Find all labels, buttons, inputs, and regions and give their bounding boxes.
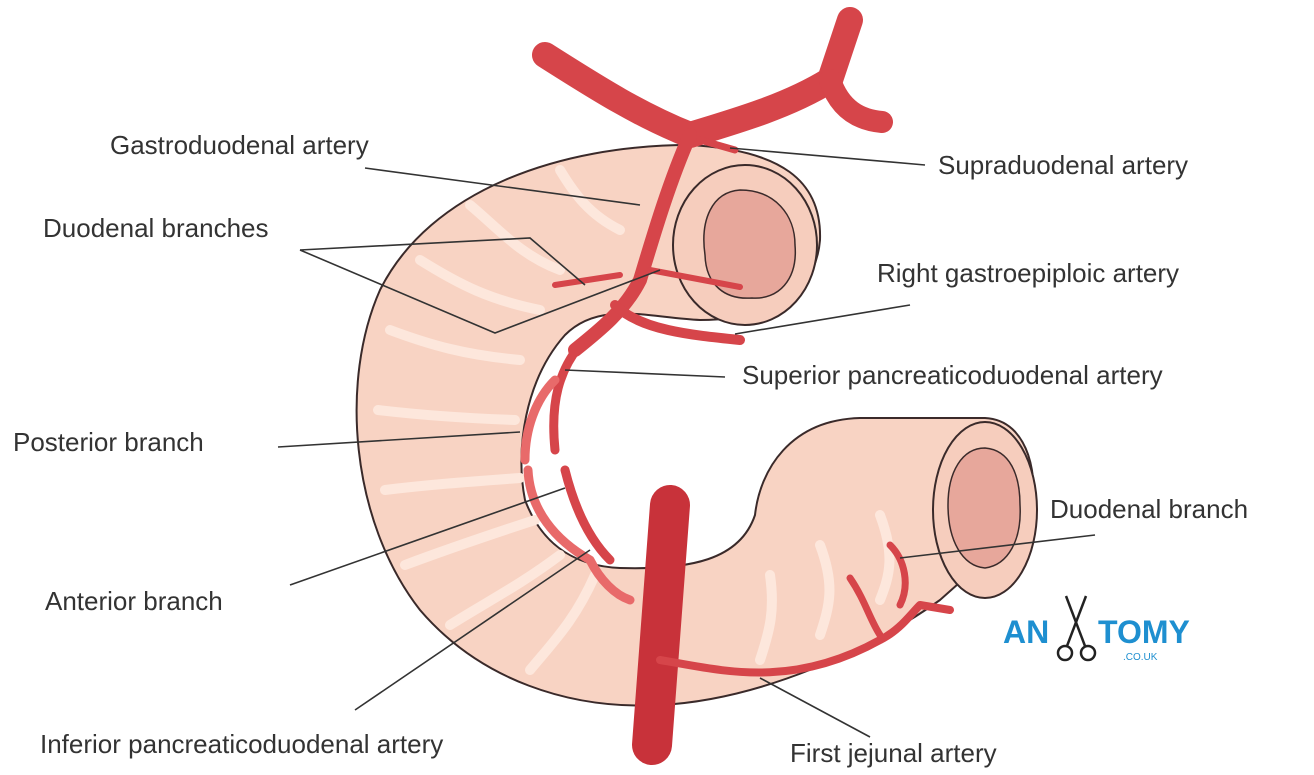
superior-pd-artery	[554, 345, 580, 450]
superior-mesenteric-artery	[652, 505, 670, 745]
duodenum	[357, 145, 1037, 706]
logo-text-right: TOMY	[1098, 614, 1190, 651]
label-inferior-pancreaticoduodenal-artery: Inferior pancreaticoduodenal artery	[40, 729, 443, 760]
label-supraduodenal-artery: Supraduodenal artery	[938, 150, 1188, 181]
leader-superior-pd	[565, 370, 725, 377]
scissors-icon	[1058, 596, 1095, 660]
lower-lumen	[948, 448, 1020, 568]
coeliac-branch	[830, 80, 882, 122]
logo-domain: .CO.UK	[1123, 652, 1157, 663]
label-superior-pancreaticoduodenal-artery: Superior pancreaticoduodenal artery	[742, 360, 1163, 391]
label-right-gastroepiploic-artery: Right gastroepiploic artery	[877, 258, 1179, 289]
label-first-jejunal-artery: First jejunal artery	[790, 738, 997, 769]
label-posterior-branch: Posterior branch	[13, 427, 204, 458]
label-gastroduodenal-artery: Gastroduodenal artery	[110, 130, 369, 161]
label-duodenal-branches: Duodenal branches	[43, 213, 269, 244]
label-anterior-branch: Anterior branch	[45, 586, 223, 617]
leader-first-jejunal	[760, 678, 870, 737]
logo-text-left: AN	[1003, 614, 1049, 651]
hepatic-artery	[545, 20, 850, 135]
label-duodenal-branch: Duodenal branch	[1050, 494, 1248, 525]
